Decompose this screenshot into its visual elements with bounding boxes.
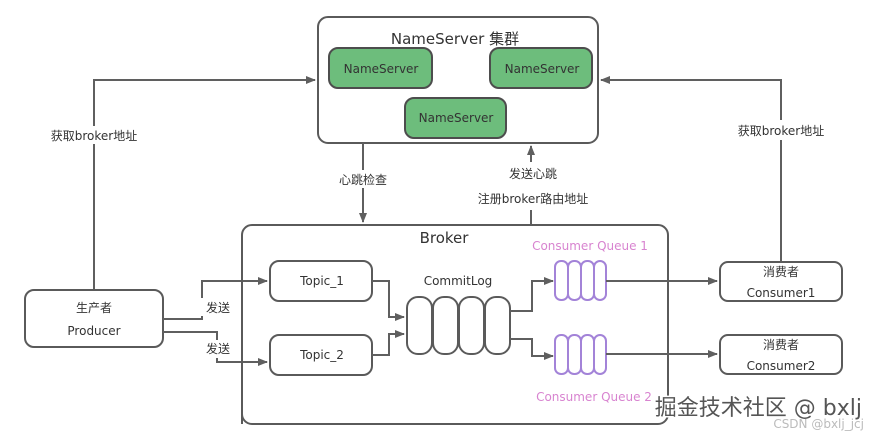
edge-label-producer-get-broker: 获取broker地址 <box>51 129 137 143</box>
edge-producer-topic1: 发送 <box>163 277 268 320</box>
commitlog <box>406 296 511 355</box>
consumer-queue-2 <box>554 334 607 375</box>
commitlog-cell <box>484 296 511 355</box>
queue-cell <box>580 260 595 301</box>
consumer-label-cn: 消费者 <box>763 265 799 279</box>
topic-1[interactable]: Topic_1 <box>269 260 373 302</box>
edge-consumer-nameserver: 获取broker地址 <box>600 76 831 262</box>
edge-label-send-2: 发送 <box>206 341 230 356</box>
edge-label-register-route: 注册broker路由地址 <box>478 191 588 206</box>
topic-label: Topic_1 <box>299 274 344 288</box>
edge-label-consumer-get-broker: 获取broker地址 <box>738 124 824 138</box>
queue-1-label: Consumer Queue 1 <box>532 239 648 253</box>
consumer-2[interactable]: 消费者 Consumer2 <box>719 334 843 375</box>
watermark-sub: CSDN @bxlj_jcj <box>773 417 864 431</box>
queue-cell <box>593 260 607 301</box>
edge-label-send-1: 发送 <box>206 300 230 315</box>
producer-label-en: Producer <box>67 324 120 338</box>
producer[interactable]: 生产者 Producer <box>24 289 164 348</box>
edge-label-send-heartbeat: 发送心跳 <box>509 166 557 181</box>
consumer-1[interactable]: 消费者 Consumer1 <box>719 261 843 302</box>
edge-commitlog-queue2 <box>510 338 554 360</box>
topic-label: Topic_2 <box>299 348 344 362</box>
commitlog-label: CommitLog <box>424 274 493 288</box>
consumer-queue-1 <box>554 260 607 301</box>
edge-topic2-commitlog <box>372 330 405 356</box>
nameserver-node-3[interactable]: NameServer <box>404 97 507 139</box>
queue-2-label: Consumer Queue 2 <box>536 390 652 404</box>
nameserver-node-label: NameServer <box>419 111 494 125</box>
queue-cell <box>580 334 595 375</box>
commitlog-cell <box>432 296 459 355</box>
edge-send-heartbeat: 发送心跳 注册broker路由地址 <box>468 145 596 225</box>
topic-2[interactable]: Topic_2 <box>269 334 373 376</box>
nameserver-node-label: NameServer <box>505 62 580 76</box>
nameserver-cluster: NameServer 集群 NameServer NameServer Name… <box>317 16 599 144</box>
queue-cell <box>593 334 607 375</box>
nameserver-node-label: NameServer <box>344 62 419 76</box>
consumer-label-en: Consumer2 <box>747 359 816 373</box>
consumer-label-en: Consumer1 <box>747 286 816 300</box>
broker-title: Broker <box>420 229 470 247</box>
broker: Broker Topic_1 Topic_2 CommitLog Consume… <box>241 224 669 425</box>
edge-commitlog-queue1 <box>510 277 554 312</box>
queue-cell <box>554 334 569 375</box>
consumer-label-cn: 消费者 <box>763 338 799 352</box>
nameserver-node-1[interactable]: NameServer <box>328 47 433 89</box>
commitlog-cell <box>458 296 485 355</box>
watermark-main: 掘金技术社区 @ bxlj <box>655 396 862 421</box>
edge-heartbeat-check: 心跳检查 <box>333 143 395 223</box>
queue-cell <box>567 334 582 375</box>
commitlog-cell <box>406 296 433 355</box>
edge-producer-nameserver: 获取broker地址 <box>44 76 316 290</box>
queue-cell <box>567 260 582 301</box>
edge-topic1-commitlog <box>372 280 405 321</box>
edge-label-heartbeat-check: 心跳检查 <box>339 172 387 187</box>
queue-cell <box>554 260 569 301</box>
nameserver-cluster-title: NameServer 集群 <box>391 30 519 48</box>
producer-label-cn: 生产者 <box>76 301 112 315</box>
nameserver-node-2[interactable]: NameServer <box>489 47 593 89</box>
